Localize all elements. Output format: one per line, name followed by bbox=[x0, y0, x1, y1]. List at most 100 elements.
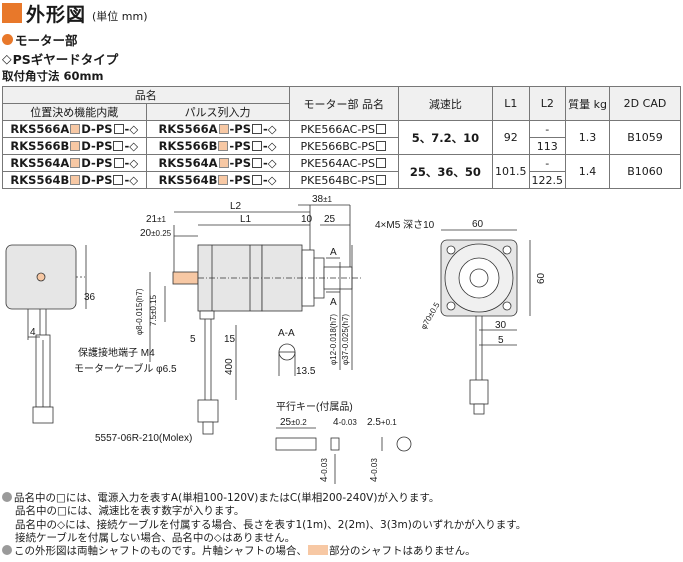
dim-phi8: φ8-0.015(h7) bbox=[135, 288, 144, 335]
note-1: 品名中の□には、電源入力を表すA(単相100-120V)またはC(単相200-2… bbox=[2, 492, 526, 505]
header-cad: 2D CAD bbox=[609, 86, 681, 121]
mass-cell: 1.3 bbox=[565, 120, 610, 155]
dim-key-25b: 2.5+0.1 bbox=[367, 417, 397, 428]
model-pulse: RKS566B-PS-◇ bbox=[145, 137, 290, 155]
note-4: 接続ケーブルを付属しない場合、品名中の◇はありません。 bbox=[15, 531, 296, 544]
key-top-view bbox=[275, 437, 317, 451]
header-builtin: 位置決め機能内蔵 bbox=[2, 103, 147, 121]
section-flange-label: 取付角寸法 60mm bbox=[2, 69, 104, 83]
dim-5: 5 bbox=[190, 334, 196, 345]
mass-cell: 1.4 bbox=[565, 154, 610, 189]
ratio-cell: 5、7.2、10 bbox=[397, 120, 494, 155]
motor-name: PKE564BC-PS bbox=[288, 171, 399, 189]
key-end-view bbox=[396, 436, 412, 452]
header-mass: 質量 kg bbox=[565, 86, 610, 121]
dim-400: 400 bbox=[224, 358, 235, 375]
highlight-swatch bbox=[307, 545, 328, 556]
spec-table: 品名 モーター部 品名 減速比 L1 L2 質量 kg 2D CAD 位置決め機… bbox=[2, 86, 681, 189]
model-pulse: RKS566A-PS-◇ bbox=[145, 120, 290, 138]
section-gear-label: PSギヤードタイプ bbox=[12, 52, 119, 67]
section-a-top: A bbox=[330, 247, 337, 258]
section-gear: ◇ PSギヤードタイプ bbox=[2, 49, 118, 68]
motor-name: PKE564AC-PS bbox=[288, 154, 399, 172]
dim-25: 25 bbox=[324, 214, 336, 225]
key-title: 平行キー(付属品) bbox=[276, 400, 353, 413]
rear-shaft-end bbox=[36, 272, 46, 282]
dim-15: 15 bbox=[224, 334, 236, 345]
connector-label: 5557-06R-210(Molex) bbox=[95, 433, 192, 444]
header-ratio: 減速比 bbox=[397, 86, 494, 121]
unit-label: (単位 mm) bbox=[92, 9, 148, 23]
cad-link[interactable]: B1059 bbox=[609, 120, 681, 155]
dim-10: 10 bbox=[301, 214, 313, 225]
section-aa-label: A-A bbox=[278, 328, 295, 339]
ratio-cell: 25、36、50 bbox=[397, 154, 494, 189]
l2-cell: - bbox=[528, 154, 567, 172]
motor-name: PKE566BC-PS bbox=[288, 137, 399, 155]
dim-key-4: 4-0.03 bbox=[333, 417, 357, 428]
note-3: 品名中の◇には、接続ケーブルを付属する場合、長さを表す1(1m)、2(2m)、3… bbox=[15, 518, 527, 531]
motor-name: PKE566AC-PS bbox=[288, 120, 399, 138]
dim-l2: L2 bbox=[230, 201, 242, 212]
header-l1: L1 bbox=[492, 86, 530, 121]
rear-shaft bbox=[172, 271, 199, 285]
dim-75: 7.5±0.15 bbox=[149, 294, 158, 326]
l1-cell: 92 bbox=[492, 120, 530, 155]
note-5: この外形図は両軸シャフトのものです。片軸シャフトの場合、部分のシャフトはありませ… bbox=[2, 545, 526, 558]
dim-phi70: φ70±0.5 bbox=[419, 300, 442, 331]
notes-block: 品名中の□には、電源入力を表すA(単相100-120V)またはC(単相200-2… bbox=[2, 492, 526, 558]
dim-key-4v: 4-0.03 bbox=[319, 458, 330, 482]
l2-cell: 122.5 bbox=[528, 171, 567, 189]
key-side-view bbox=[330, 437, 340, 451]
diamond-icon: ◇ bbox=[2, 51, 12, 66]
header-l2: L2 bbox=[528, 86, 567, 121]
dim-key-25: 25±0.2 bbox=[280, 417, 307, 428]
dim-4: 4 bbox=[30, 327, 36, 338]
dim-60-side: 60 bbox=[536, 272, 547, 284]
model-pulse: RKS564A-PS-◇ bbox=[145, 154, 290, 172]
dim-30: 30 bbox=[495, 320, 507, 331]
l2-cell: - bbox=[528, 120, 567, 138]
dimension-drawing: L2 L1 38±1 21±1 20±0.25 10 25 A A 36 4 5… bbox=[5, 194, 547, 484]
dim-5b: 5 bbox=[498, 335, 504, 346]
note-bullet-icon bbox=[2, 492, 12, 502]
section-flange: 取付角寸法 60mm bbox=[2, 68, 103, 84]
section-motor: モーター部 bbox=[2, 30, 78, 49]
motor-cable-label: モーターケーブル φ6.5 bbox=[74, 362, 177, 375]
dim-21: 21±1 bbox=[146, 214, 167, 225]
header-pulse: パルス列入力 bbox=[145, 103, 290, 121]
note-2: 品名中の□には、減速比を表す数字が入ります。 bbox=[15, 505, 245, 518]
section-motor-label: モーター部 bbox=[15, 33, 78, 48]
bullet-icon bbox=[2, 34, 13, 45]
dim-135: 13.5 bbox=[296, 366, 316, 377]
dim-60-top: 60 bbox=[472, 219, 484, 230]
header-product-name: 品名 bbox=[2, 86, 290, 104]
section-a-bottom: A bbox=[330, 297, 337, 308]
dim-36: 36 bbox=[84, 292, 96, 303]
l1-cell: 101.5 bbox=[492, 154, 530, 189]
mounting-holes-label: 4×M5 深さ10 bbox=[375, 219, 435, 231]
page-title-block: 外形図 (単位 mm) bbox=[2, 2, 148, 26]
page-title: 外形図 bbox=[26, 3, 87, 26]
dim-38: 38±1 bbox=[312, 194, 333, 205]
dim-key-4v-b: 4-0.03 bbox=[369, 458, 380, 482]
dim-l1: L1 bbox=[240, 214, 252, 225]
model-pulse: RKS564B-PS-◇ bbox=[145, 171, 290, 189]
header-motor-name: モーター部 品名 bbox=[288, 86, 399, 121]
note-bullet-icon bbox=[2, 545, 12, 556]
dim-phi37: φ37-0.025(h7) bbox=[341, 314, 350, 365]
cad-link[interactable]: B1060 bbox=[609, 154, 681, 189]
ground-terminal-label: 保護接地端子 M4 bbox=[78, 346, 155, 359]
dim-phi12: φ12-0.018(h7) bbox=[329, 314, 338, 365]
motor-body bbox=[197, 244, 263, 312]
dim-20: 20±0.25 bbox=[140, 228, 172, 239]
title-marker-icon bbox=[2, 3, 22, 23]
l2-cell: 113 bbox=[528, 137, 567, 155]
